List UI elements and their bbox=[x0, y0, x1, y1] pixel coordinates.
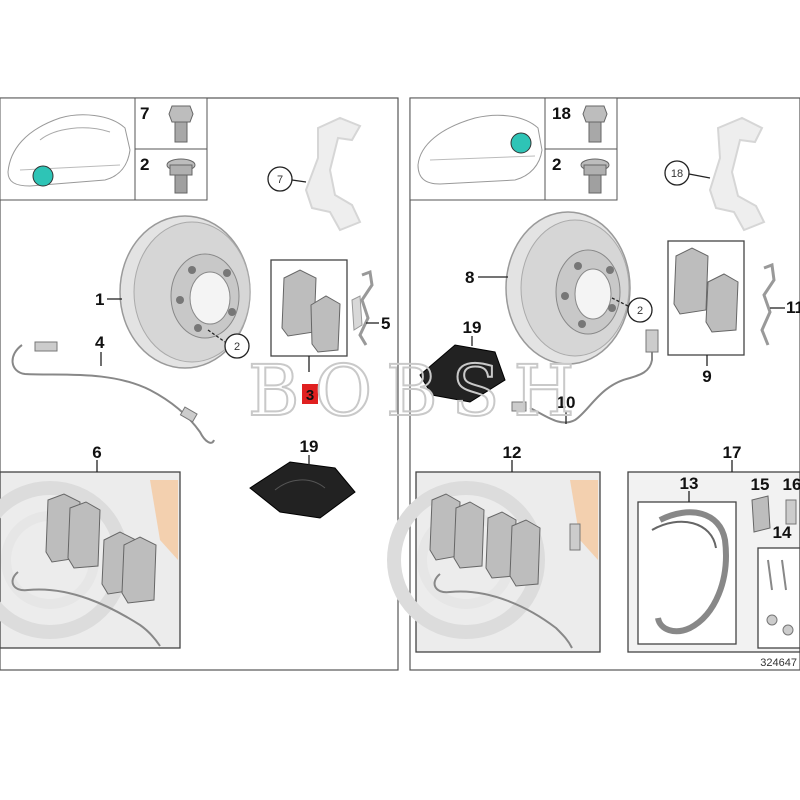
callout-part14: 14 bbox=[773, 523, 792, 542]
callout-pads-right: 9 bbox=[702, 367, 711, 386]
locator-dot-right bbox=[510, 132, 532, 154]
wear-sensor bbox=[11, 341, 215, 444]
screw-icon bbox=[166, 158, 196, 194]
caliper-carrier-right bbox=[708, 116, 766, 232]
pad-kit-highlight bbox=[302, 384, 318, 404]
callout-screw: 2 bbox=[234, 341, 240, 353]
callout-sensor-right: 10 bbox=[557, 393, 576, 412]
left-panel: 7 2 7 bbox=[0, 97, 399, 671]
shoe-kit-17 bbox=[627, 471, 800, 653]
callout-part15: 15 bbox=[751, 475, 770, 494]
screw-icon bbox=[580, 158, 610, 194]
left-vehicle-locator bbox=[0, 97, 136, 201]
pad-set-right bbox=[667, 240, 745, 356]
fastener-label-bottom: 2 bbox=[140, 155, 149, 174]
callout-pad-kit-num: 3 bbox=[306, 387, 314, 404]
callout-screw-right: 2 bbox=[637, 305, 643, 317]
callout-kit: 6 bbox=[92, 443, 101, 462]
callout-caliper-carrier-right: 18 bbox=[671, 168, 683, 180]
fastener-label-bottom-right: 2 bbox=[552, 155, 561, 174]
right-vehicle-locator bbox=[409, 97, 546, 201]
callout-clip: 5 bbox=[381, 314, 390, 333]
callout-disc: 1 bbox=[95, 290, 104, 309]
watermark: BOBSH bbox=[248, 350, 589, 432]
callout-shoe: 13 bbox=[680, 474, 699, 493]
anti-rattle-clip-right bbox=[760, 262, 776, 346]
callout-disc-right: 8 bbox=[465, 268, 474, 287]
grease-packet-right bbox=[419, 344, 506, 403]
callout-grease-right: 19 bbox=[463, 318, 482, 337]
left-fastener-table: 7 2 bbox=[134, 97, 208, 201]
callout-part16: 16 bbox=[783, 475, 800, 494]
brake-disc-right bbox=[505, 211, 631, 365]
grease-packet bbox=[249, 461, 356, 519]
callout-clip-right: 11 bbox=[786, 298, 800, 317]
kit-12 bbox=[387, 471, 601, 653]
caliper-carrier bbox=[304, 116, 362, 232]
anti-rattle-clip bbox=[351, 269, 374, 346]
callout-sensor: 4 bbox=[95, 333, 105, 352]
brake-disc bbox=[119, 215, 251, 369]
fastener-label-top: 7 bbox=[140, 104, 149, 123]
fastener-label-top-right: 18 bbox=[552, 104, 571, 123]
callout-shoe-kit: 17 bbox=[723, 443, 742, 462]
bolt-icon bbox=[582, 105, 608, 143]
pad-set bbox=[270, 259, 348, 357]
locator-dot bbox=[32, 165, 54, 187]
callout-kit-right: 12 bbox=[503, 443, 522, 462]
kit-6 bbox=[0, 471, 181, 649]
callout-caliper-carrier: 7 bbox=[277, 174, 283, 186]
wear-sensor-right bbox=[511, 329, 659, 424]
bolt-icon bbox=[168, 105, 194, 143]
diagram-number: 324647 bbox=[760, 657, 797, 669]
right-panel: 18 2 18 bbox=[387, 97, 800, 671]
right-fastener-table: 18 2 bbox=[544, 97, 618, 201]
callout-grease: 19 bbox=[300, 437, 319, 456]
